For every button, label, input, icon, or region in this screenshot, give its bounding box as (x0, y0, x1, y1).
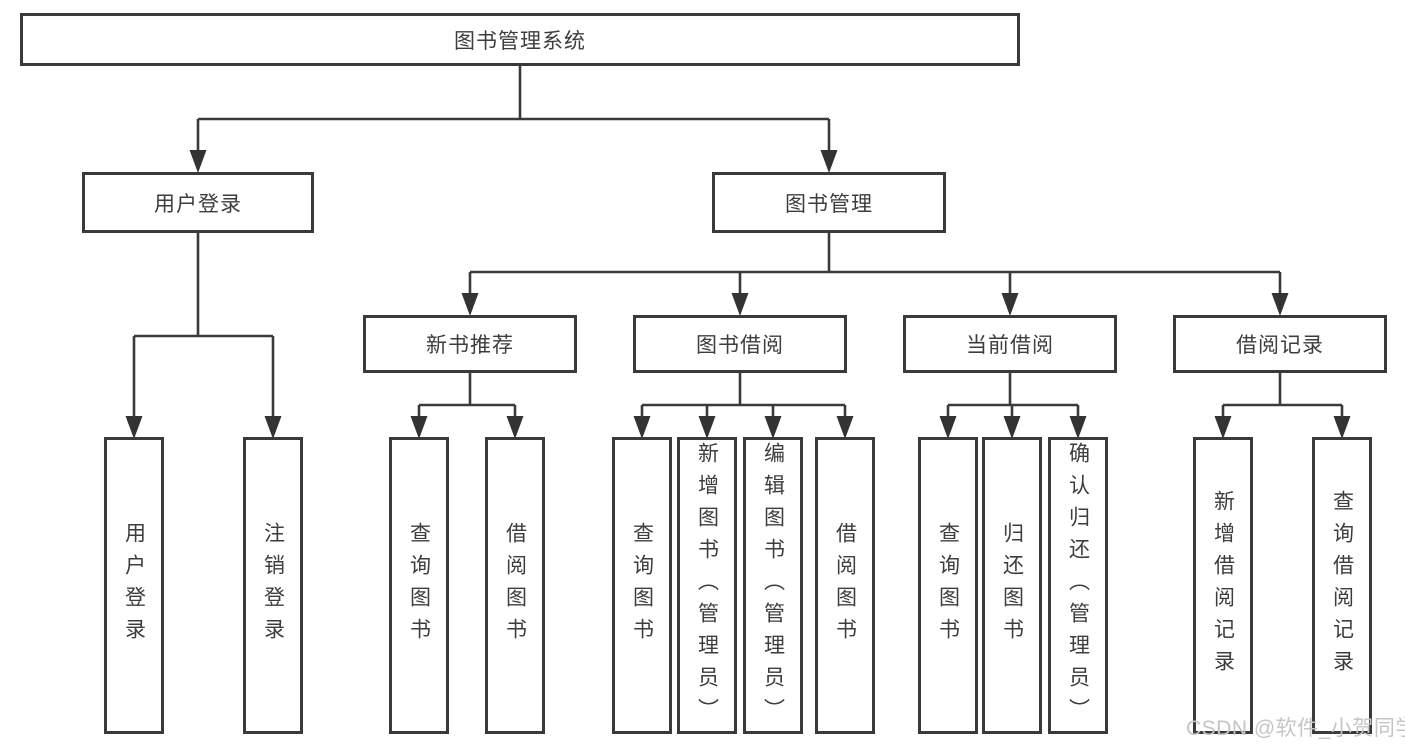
node-label: 当前借阅 (966, 334, 1054, 357)
node-label: 用户登录 (154, 192, 242, 216)
leaf-return-books: 归还图书 (982, 437, 1042, 734)
node-user-login: 用户登录 (82, 172, 314, 233)
leaf-label: 查询图书 (936, 521, 960, 650)
leaf-logout: 注销登录 (243, 437, 303, 734)
leaf-add-books-admin: 新增图书（管理员） (677, 437, 737, 734)
node-label: 新书推荐 (426, 334, 514, 357)
leaf-confirm-return-admin: 确认归还（管理员） (1048, 437, 1108, 734)
leaf-label: 查询图书 (407, 521, 431, 650)
leaf-borrow-books-under-new-books: 借阅图书 (485, 437, 545, 734)
node-root-library-management-system: 图书管理系统 (20, 13, 1020, 66)
node-label: 借阅记录 (1236, 334, 1324, 357)
leaf-borrow-books-under-book-borrowing: 借阅图书 (815, 437, 875, 734)
leaf-query-books-under-book-borrowing: 查询图书 (612, 437, 672, 734)
leaf-add-borrow-record: 新增借阅记录 (1193, 437, 1253, 734)
leaf-label: 确认归还（管理员） (1066, 441, 1090, 730)
leaf-label: 借阅图书 (503, 521, 527, 650)
leaf-edit-books-admin: 编辑图书（管理员） (743, 437, 803, 734)
leaf-label: 注销登录 (261, 521, 285, 650)
node-label: 图书管理 (785, 192, 873, 216)
leaf-user-login: 用户登录 (104, 437, 164, 734)
node-label: 图书借阅 (696, 334, 784, 357)
leaf-label: 查询图书 (630, 521, 654, 650)
leaf-label: 用户登录 (122, 521, 146, 650)
leaf-label: 借阅图书 (833, 521, 857, 650)
leaf-label: 归还图书 (1000, 521, 1024, 650)
node-new-book-recommendation: 新书推荐 (363, 315, 577, 373)
leaf-label: 新增借阅记录 (1211, 489, 1235, 682)
node-borrowing-records: 借阅记录 (1173, 315, 1387, 373)
arrowheads (125, 150, 1351, 439)
node-label: 图书管理系统 (454, 29, 586, 53)
leaf-label: 新增图书（管理员） (695, 441, 719, 730)
node-current-borrowing: 当前借阅 (903, 315, 1117, 373)
leaf-label: 查询借阅记录 (1330, 489, 1354, 682)
node-book-borrowing: 图书借阅 (633, 315, 847, 373)
leaf-query-borrow-record: 查询借阅记录 (1312, 437, 1372, 734)
csdn-watermark: CSDN @软件_小贺同学 (1186, 717, 1405, 740)
leaf-label: 编辑图书（管理员） (761, 441, 785, 730)
leaf-query-books-under-new-books: 查询图书 (389, 437, 449, 734)
node-book-management: 图书管理 (712, 172, 946, 233)
leaf-query-books-under-current-borrowing: 查询图书 (918, 437, 978, 734)
